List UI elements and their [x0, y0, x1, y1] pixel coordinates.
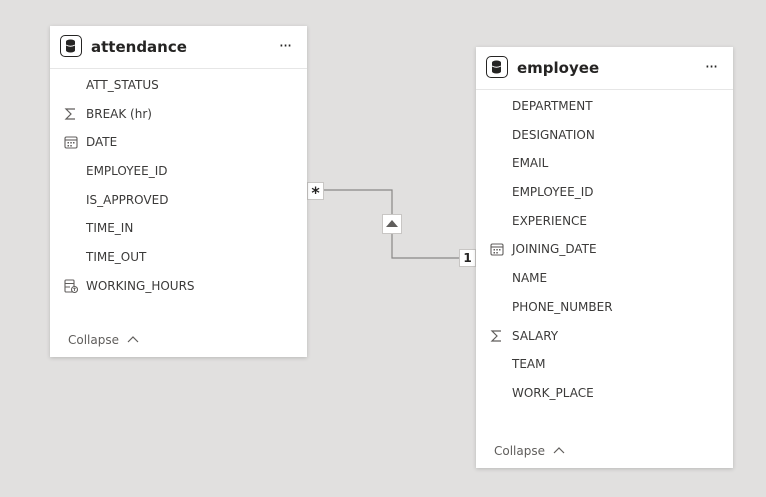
table-title: attendance	[91, 38, 187, 56]
field-label: EMPLOYEE_ID	[86, 164, 168, 179]
field-label: BREAK (hr)	[86, 106, 152, 121]
field-row[interactable]: DEPARTMENT	[476, 92, 733, 121]
field-label: EMPLOYEE_ID	[512, 185, 594, 200]
field-label: WORKING_HOURS	[86, 278, 195, 293]
more-options-button[interactable]: ···	[278, 36, 292, 55]
field-label: NAME	[512, 271, 548, 286]
field-row[interactable]: NAME	[476, 264, 733, 293]
cardinality-one-marker: 1	[459, 249, 476, 267]
table-header[interactable]: employee ···	[476, 47, 733, 90]
filter-direction-icon[interactable]	[382, 214, 402, 234]
sigma-icon	[64, 107, 78, 121]
field-row[interactable]: SALARY	[476, 322, 733, 351]
field-label: EXPERIENCE	[512, 213, 588, 228]
calculated-column-icon	[64, 279, 78, 293]
table-card-attendance[interactable]: attendance ··· ATT_STATUS BREAK (hr) DATE E…	[50, 26, 307, 357]
field-label: TEAM	[512, 357, 546, 372]
field-label: DATE	[86, 135, 118, 150]
collapse-button[interactable]: Collapse	[494, 442, 565, 460]
field-row[interactable]: EMPLOYEE_ID	[50, 157, 307, 186]
database-icon	[60, 35, 82, 57]
chevron-up-icon	[127, 336, 139, 343]
field-label: DESIGNATION	[512, 127, 595, 142]
field-label: DEPARTMENT	[512, 99, 593, 113]
field-row[interactable]: DATE	[50, 128, 307, 157]
field-row[interactable]: EMPLOYEE_ID	[476, 178, 733, 207]
field-row[interactable]: PHONE_NUMBER	[476, 293, 733, 322]
collapse-button[interactable]: Collapse	[68, 331, 139, 349]
field-row[interactable]: TIME_OUT	[50, 243, 307, 272]
field-label: PHONE_NUMBER	[512, 299, 613, 314]
field-row[interactable]: BREAK (hr)	[50, 100, 307, 129]
field-label: JOINING_DATE	[512, 242, 597, 257]
table-header[interactable]: attendance ···	[50, 26, 307, 69]
collapse-label: Collapse	[68, 333, 119, 347]
field-label: TIME_IN	[86, 221, 134, 236]
collapse-label: Collapse	[494, 444, 545, 458]
field-row[interactable]: JOINING_DATE	[476, 235, 733, 264]
field-row[interactable]: EXPERIENCE	[476, 207, 733, 236]
database-icon	[486, 56, 508, 78]
field-list: ATT_STATUS BREAK (hr) DATE EMPLOYEE_ID IS_AP…	[50, 71, 307, 301]
sigma-icon	[490, 329, 504, 343]
calendar-icon	[490, 242, 504, 256]
field-row[interactable]: ATT_STATUS	[50, 71, 307, 100]
table-card-employee[interactable]: employee ··· DEPARTMENT DESIGNATION EMAIL E…	[476, 47, 733, 468]
more-options-button[interactable]: ···	[704, 57, 718, 76]
field-label: IS_APPROVED	[86, 192, 169, 207]
field-list: DEPARTMENT DESIGNATION EMAIL EMPLOYEE_ID EXP…	[476, 92, 733, 408]
field-label: ATT_STATUS	[86, 78, 159, 92]
field-label: EMAIL	[512, 156, 549, 171]
field-row[interactable]: DESIGNATION	[476, 121, 733, 150]
calendar-icon	[64, 135, 78, 149]
field-row[interactable]: EMAIL	[476, 149, 733, 178]
field-row[interactable]: TIME_IN	[50, 214, 307, 243]
field-label: TIME_OUT	[86, 250, 147, 265]
field-row[interactable]: TEAM	[476, 350, 733, 379]
field-label: SALARY	[512, 328, 559, 343]
field-row[interactable]: WORK_PLACE	[476, 379, 733, 408]
chevron-up-icon	[553, 447, 565, 454]
field-row[interactable]: IS_APPROVED	[50, 186, 307, 215]
table-title: employee	[517, 59, 600, 77]
cardinality-many-marker: *	[307, 182, 324, 202]
field-row[interactable]: WORKING_HOURS	[50, 272, 307, 301]
field-label: WORK_PLACE	[512, 385, 594, 400]
